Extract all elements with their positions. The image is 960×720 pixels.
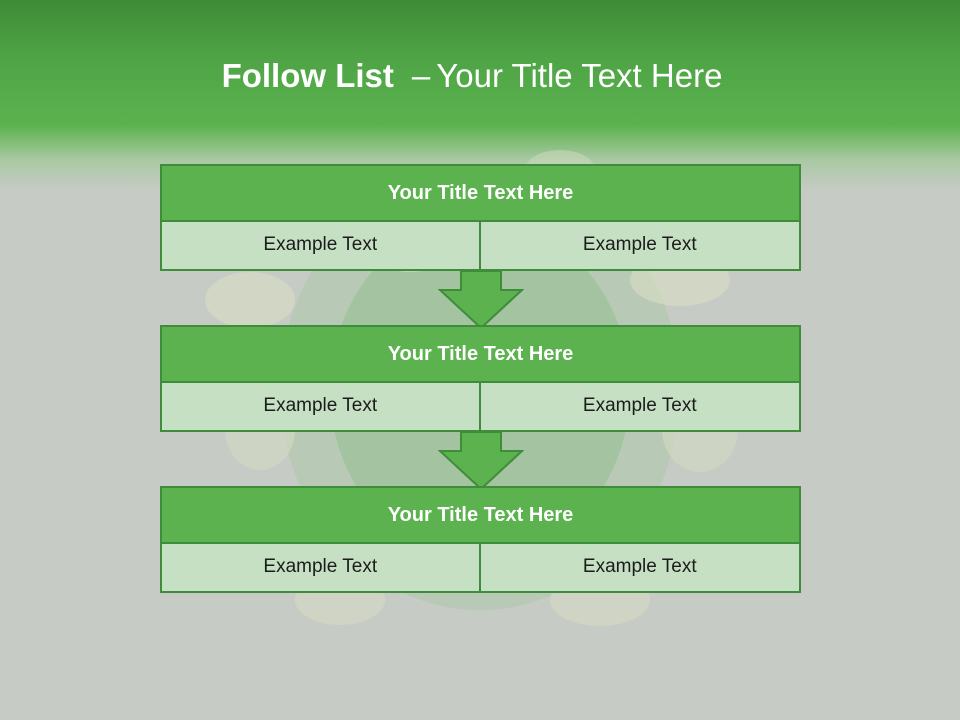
- step-cell-left: Example Text: [160, 544, 481, 593]
- step-title: Your Title Text Here: [160, 325, 801, 383]
- step-box-2: Your Title Text Here Example Text Exampl…: [160, 325, 801, 432]
- step-box-3: Your Title Text Here Example Text Exampl…: [160, 486, 801, 593]
- slide-title-separator: –: [411, 57, 431, 94]
- down-arrow-icon: [438, 270, 524, 330]
- step-row: Example Text Example Text: [160, 544, 801, 593]
- step-box-1: Your Title Text Here Example Text Exampl…: [160, 164, 801, 271]
- step-cell-right: Example Text: [480, 544, 801, 593]
- slide-title-rest: Your Title Text Here: [436, 57, 723, 94]
- step-cell-left: Example Text: [160, 222, 481, 271]
- step-cell-right: Example Text: [480, 222, 801, 271]
- slide-title: Follow List–Your Title Text Here: [0, 54, 944, 98]
- down-arrow-icon: [438, 431, 524, 491]
- step-title: Your Title Text Here: [160, 164, 801, 222]
- step-cell-right: Example Text: [480, 383, 801, 432]
- header-band: [0, 0, 960, 190]
- step-title: Your Title Text Here: [160, 486, 801, 544]
- step-cell-left: Example Text: [160, 383, 481, 432]
- step-row: Example Text Example Text: [160, 383, 801, 432]
- step-row: Example Text Example Text: [160, 222, 801, 271]
- slide-title-bold: Follow List: [221, 57, 394, 94]
